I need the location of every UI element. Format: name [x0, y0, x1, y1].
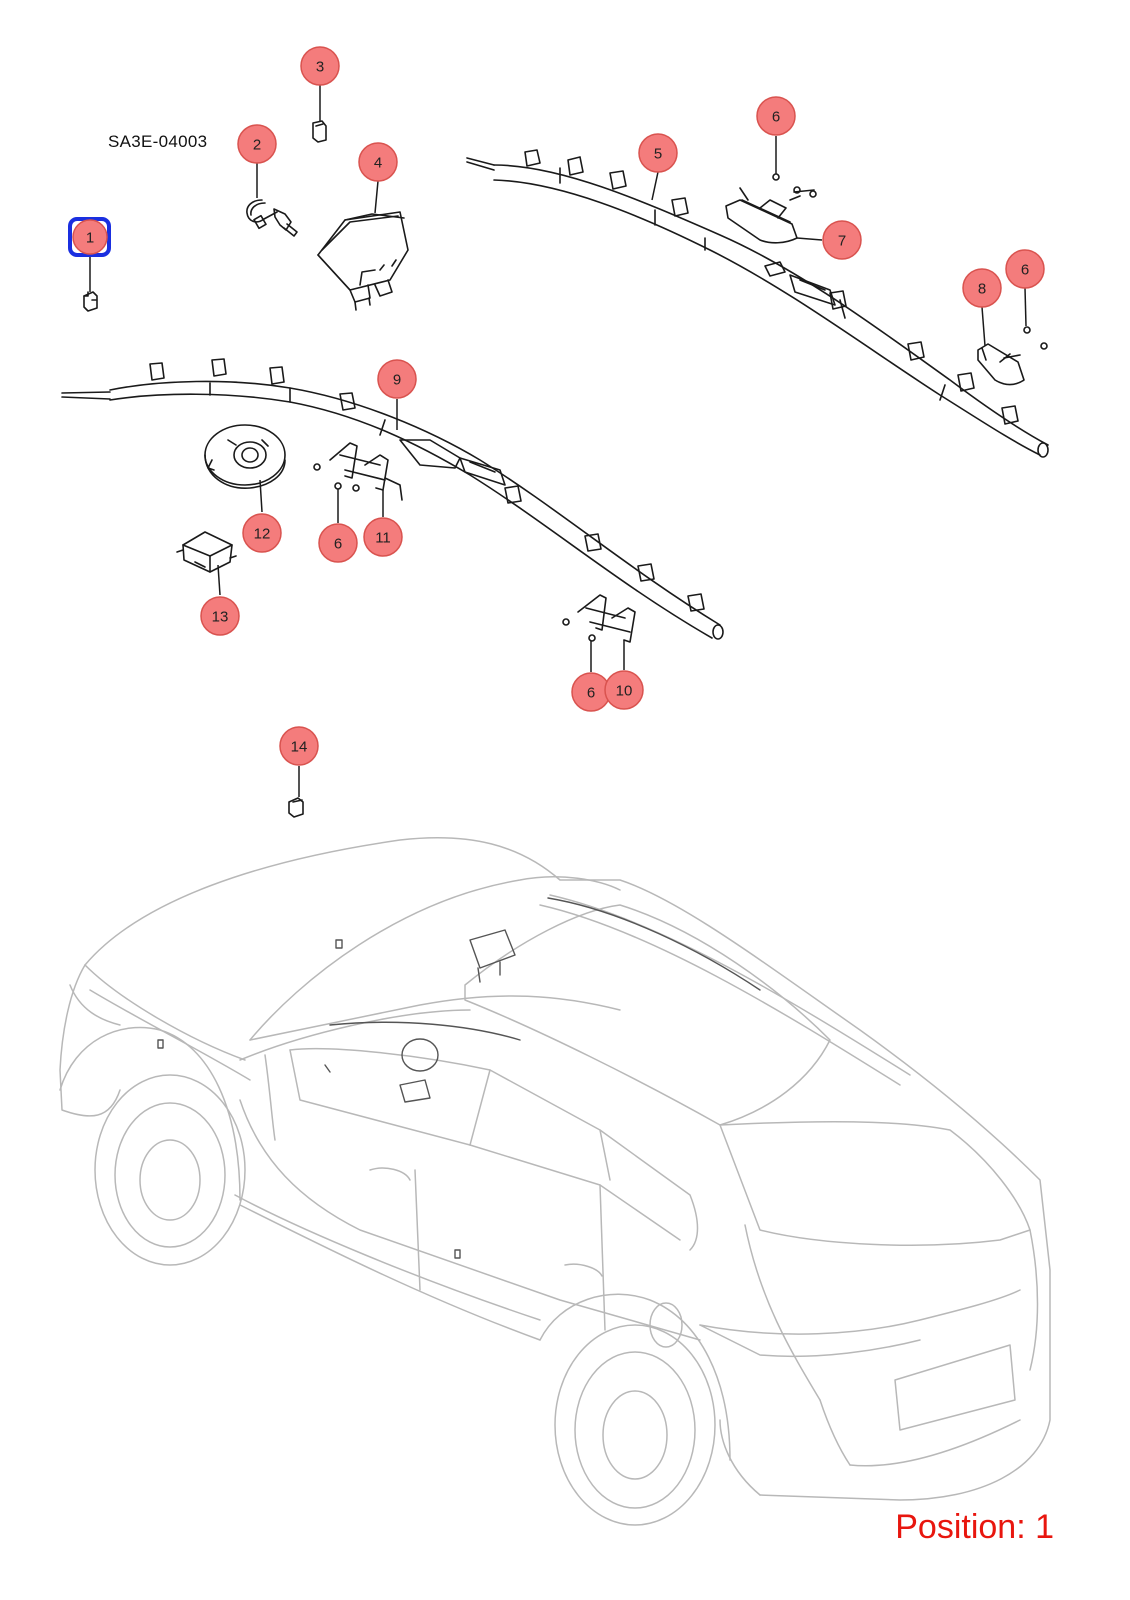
part-10-bracket — [562, 594, 636, 643]
callout-8[interactable]: 8 — [962, 268, 1002, 308]
callouts: 1 2 3 4 5 6 7 — [68, 46, 1045, 766]
part-11-bracket — [313, 442, 403, 501]
callout-label: 13 — [212, 609, 229, 626]
callout-label: 11 — [375, 530, 391, 547]
callout-label: 6 — [772, 109, 780, 126]
callout-label: 14 — [291, 739, 308, 756]
part-5-curtain-airbag-right — [466, 149, 1049, 458]
callout-label: 4 — [374, 155, 382, 172]
callout-6-rear[interactable]: 6 — [1005, 249, 1045, 289]
callout-5[interactable]: 5 — [638, 133, 678, 173]
part-2-harness — [246, 199, 298, 237]
callout-label: 6 — [587, 685, 595, 702]
callout-10[interactable]: 10 — [604, 670, 644, 710]
callout-label: 1 — [86, 230, 94, 247]
callout-label: 6 — [334, 536, 342, 553]
callout-9[interactable]: 9 — [377, 359, 417, 399]
part-8-bracket — [977, 326, 1048, 386]
part-7-bracket — [725, 173, 817, 244]
callout-14[interactable]: 14 — [279, 726, 319, 766]
callout-label: 10 — [616, 683, 633, 700]
callout-label: 9 — [393, 372, 401, 389]
part-14-sensor — [288, 797, 304, 818]
callout-label: 2 — [253, 137, 261, 154]
position-indicator: Position: 1 — [895, 1508, 1054, 1546]
callout-4[interactable]: 4 — [358, 142, 398, 182]
callout-label: 5 — [654, 146, 662, 163]
part-3-clip — [312, 120, 327, 143]
callout-label: 8 — [978, 281, 986, 298]
callout-label: 12 — [254, 526, 271, 543]
callout-label: 7 — [838, 233, 846, 250]
callout-label: 3 — [316, 59, 324, 76]
callout-13[interactable]: 13 — [200, 596, 240, 636]
callout-6-mid[interactable]: 6 — [318, 523, 358, 563]
callout-3[interactable]: 3 — [300, 46, 340, 86]
callout-6-lower[interactable]: 6 — [571, 672, 611, 712]
part-4-airbag-module — [317, 211, 409, 311]
leader-lines — [89, 85, 1027, 797]
vehicle-outline — [59, 837, 1051, 1526]
part-9-curtain-airbag-left — [61, 358, 724, 640]
part-13-control-module — [176, 531, 237, 573]
callout-2[interactable]: 2 — [237, 124, 277, 164]
callout-label: 6 — [1021, 262, 1029, 279]
selected-callout-highlight — [68, 217, 111, 257]
part-12-clock-spring — [204, 424, 286, 489]
diagram-reference-code: SA3E-04003 — [108, 132, 208, 151]
callout-6-top[interactable]: 6 — [756, 96, 796, 136]
parts-drawings — [61, 120, 1049, 818]
callout-12[interactable]: 12 — [242, 513, 282, 553]
callout-11[interactable]: 11 — [363, 517, 403, 557]
callout-7[interactable]: 7 — [822, 220, 862, 260]
part-1-sensor — [83, 291, 98, 312]
callout-1[interactable]: 1 — [68, 217, 111, 257]
